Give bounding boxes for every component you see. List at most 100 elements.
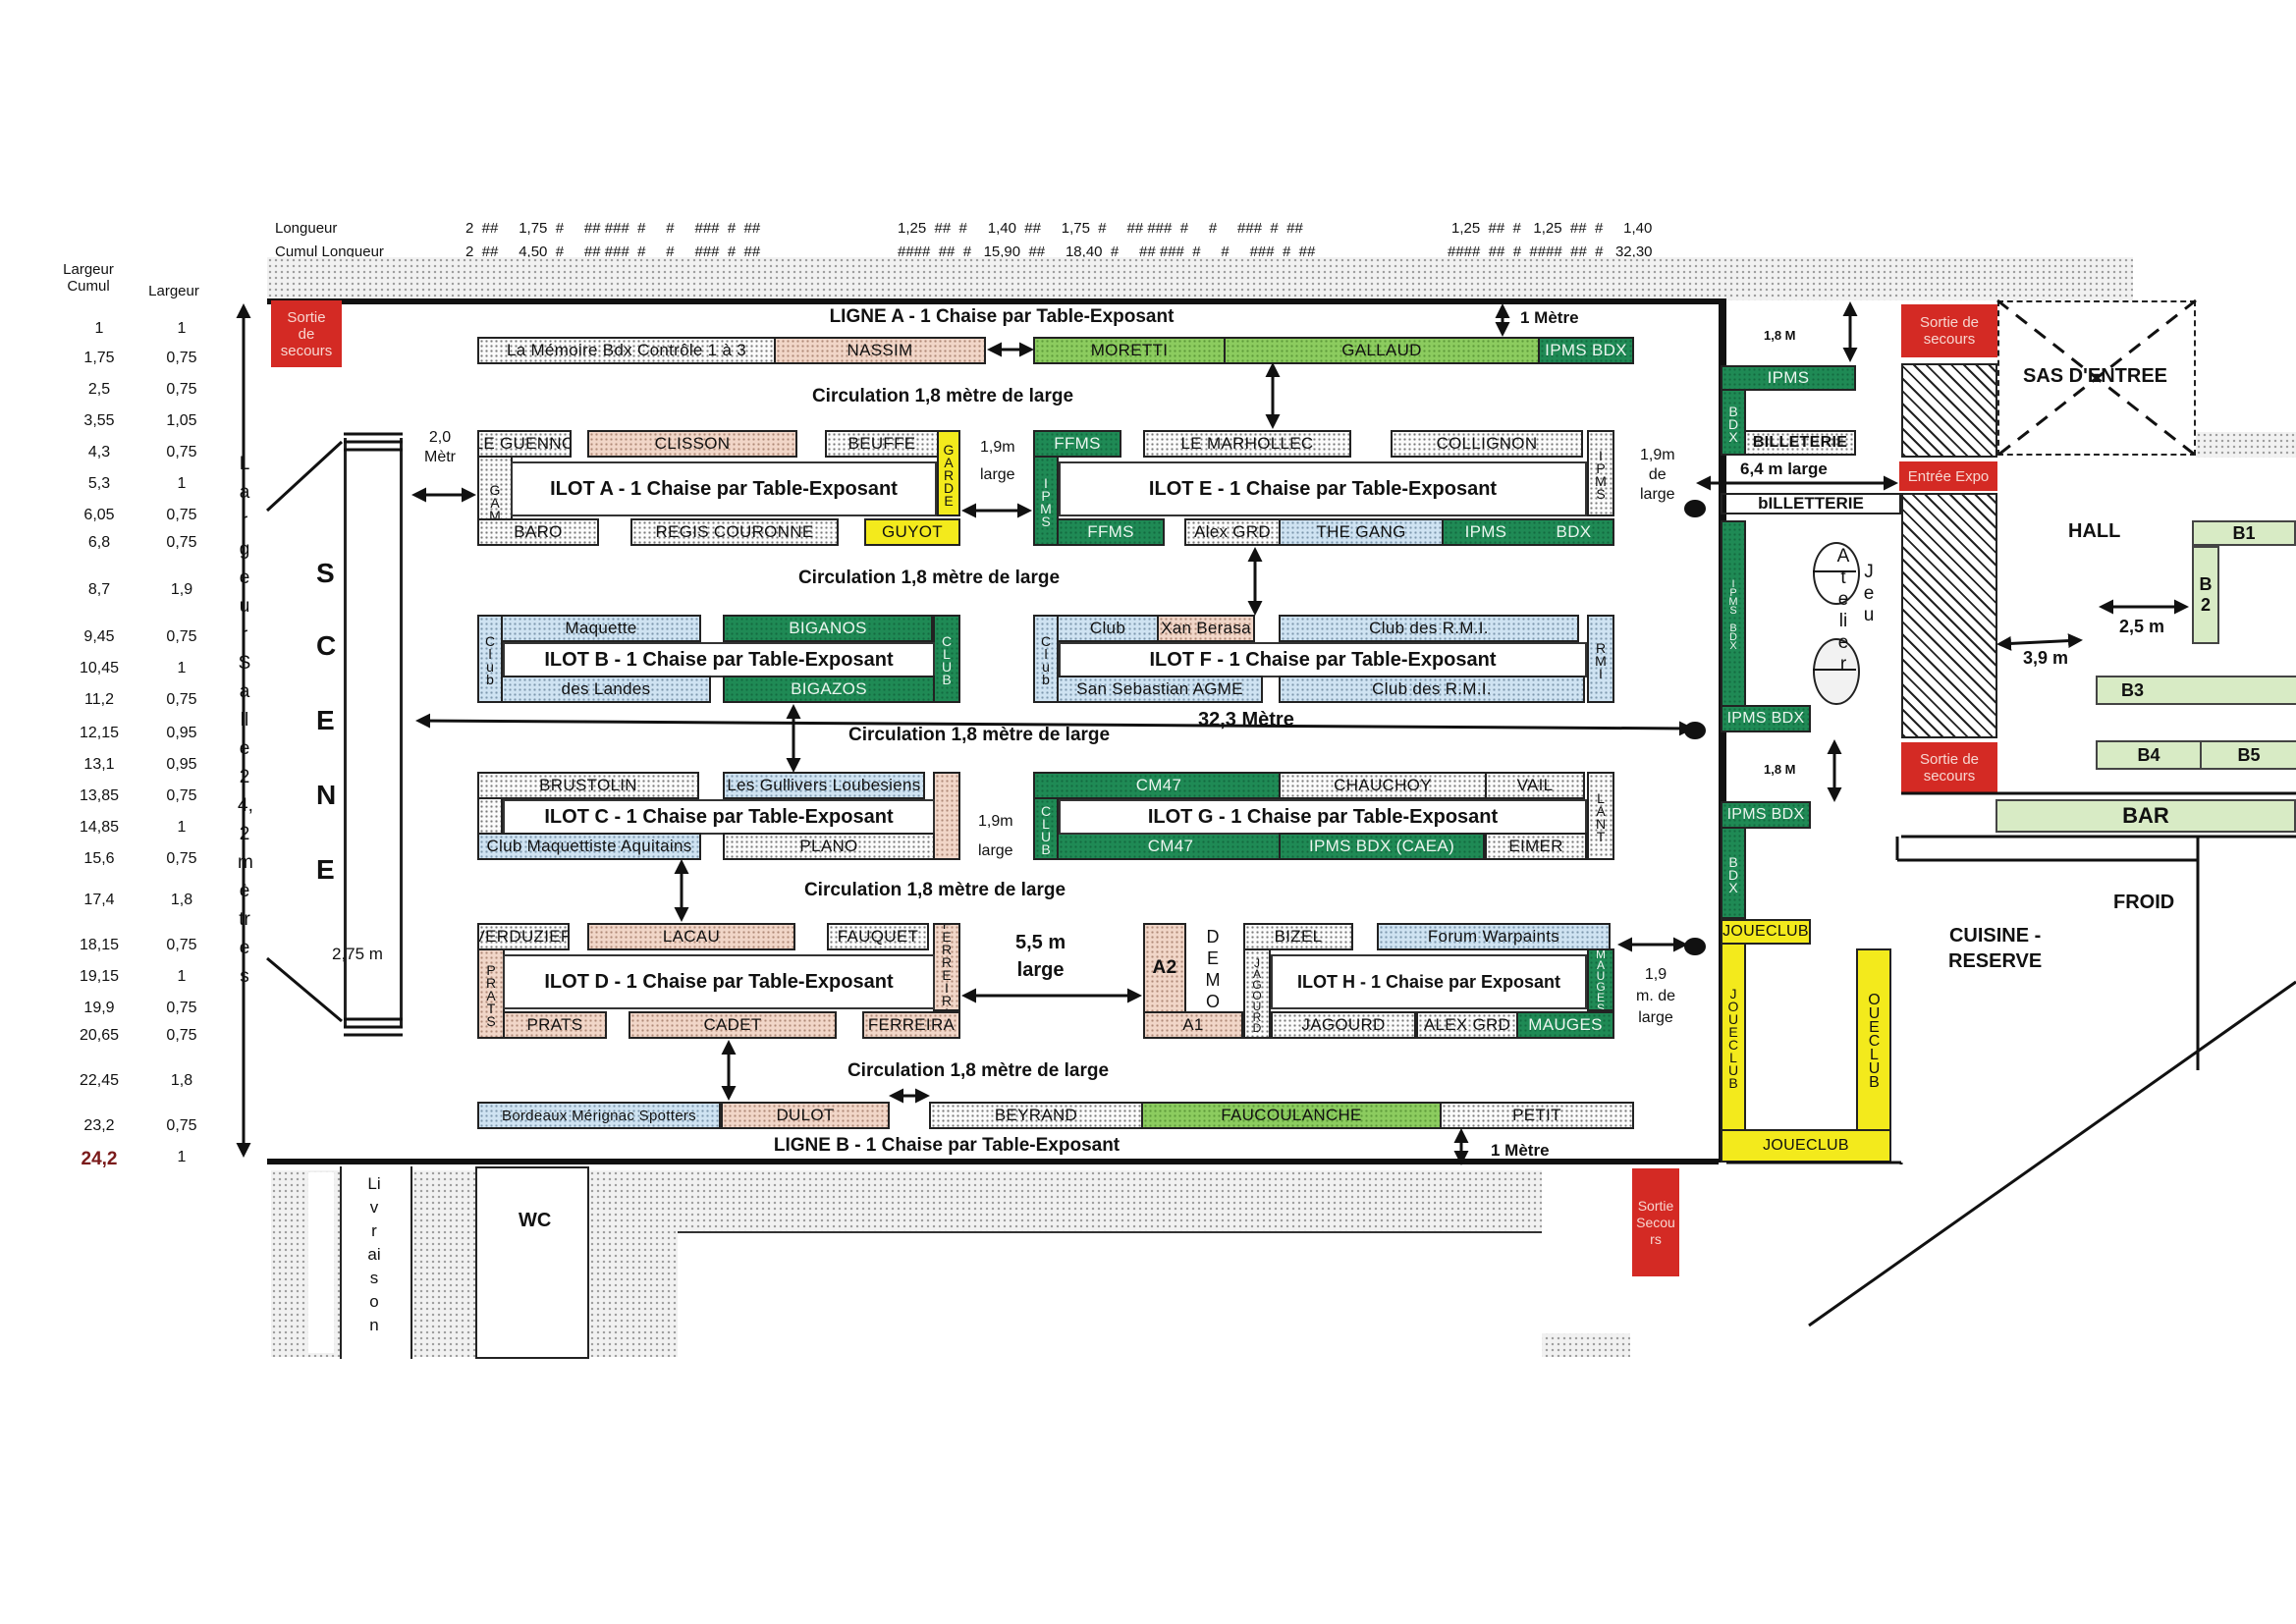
cumul-cell: 23,2 (83, 1117, 115, 1134)
stand-ipms-bdx-top[interactable]: IPMS BDX (1538, 337, 1634, 364)
stand-ipms-side[interactable]: IPMS (1033, 456, 1059, 546)
stand-cadet[interactable]: CADET (629, 1011, 837, 1039)
stand-ipms-caea[interactable]: IPMS BDX (CAEA) (1279, 833, 1485, 860)
stand-club-f-side[interactable]: Club (1033, 615, 1059, 703)
stand-b5[interactable]: B5 (2200, 740, 2296, 770)
stand-xan-berasa[interactable]: Xan Berasa (1157, 615, 1255, 642)
stand-memoire[interactable]: La Mémoire Bdx Contrôle 1 à 3 (477, 337, 776, 364)
stand-brustolin[interactable]: BRUSTOLIN (477, 772, 699, 799)
stand-fauquet[interactable]: FAUQUET (827, 923, 929, 950)
stand-ipms-bdx-vert[interactable]: IPMS BDX (1721, 520, 1746, 707)
stand-ipms-bdx-bottom[interactable]: IPMS BDX (1721, 705, 1811, 732)
stand-cm47-bottom[interactable]: CM47 (1057, 833, 1285, 860)
stand-alex-grd[interactable]: Alex GRD (1184, 518, 1281, 546)
largeur-cell: 1,8 (170, 1072, 193, 1089)
stand-beyrand[interactable]: BEYRAND (929, 1102, 1143, 1129)
stand-rmi[interactable]: RMI (1587, 615, 1614, 703)
stand-prats[interactable]: PRATS (503, 1011, 607, 1039)
stand-verduzier[interactable]: VERDUZIER (477, 923, 570, 950)
stand-garde[interactable]: GARDE (937, 430, 960, 516)
stand-prats-side[interactable]: PRATS (477, 948, 505, 1039)
billetterie-counter[interactable]: bILLETTERIE (1721, 493, 1901, 514)
stand-bdx-side[interactable]: BDX (1721, 389, 1746, 456)
stand-joueclub-bottom[interactable]: JOUECLUB (1721, 1129, 1891, 1163)
stand-vail[interactable]: VAIL (1485, 772, 1585, 799)
atelier-table (1813, 542, 1860, 605)
stand-joueclub-top[interactable]: JOUECLUB (1721, 919, 1811, 945)
emergency-exit-mid-right[interactable]: Sortie de secours (1901, 742, 1997, 793)
stand-oueclub[interactable]: OUECLUB (1856, 948, 1891, 1131)
stand-the-gang[interactable]: THE GANG (1279, 518, 1444, 546)
stand-mauges-side[interactable]: MAUGES (1587, 948, 1614, 1011)
stand-gallaud[interactable]: GALLAUD (1224, 337, 1540, 364)
stand-alex-grd-h[interactable]: ALEX GRD (1416, 1011, 1518, 1039)
cumul-cell: 6,8 (87, 534, 111, 551)
stand-bigazos[interactable]: BIGAZOS (723, 676, 935, 703)
stand-cm47-top[interactable]: CM47 (1033, 772, 1285, 799)
stand-b2[interactable]: B 2 (2192, 546, 2219, 644)
stand-nassim[interactable]: NASSIM (774, 337, 986, 364)
stand-le-marhollec[interactable]: LE MARHOLLEC (1143, 430, 1351, 458)
emergency-exit-top-right[interactable]: Sortie de secours (1901, 304, 1997, 357)
wc-room (475, 1166, 589, 1359)
stand-regis-couronne[interactable]: REGIS COURONNE (630, 518, 839, 546)
stand-biganos[interactable]: BIGANOS (723, 615, 933, 642)
stand-des-landes[interactable]: des Landes (501, 676, 711, 703)
stand-petit[interactable]: PETIT (1440, 1102, 1634, 1129)
stand-ipms-bdx-2[interactable]: IPMS BDX (1721, 801, 1811, 829)
stand-maquette[interactable]: Maquette (501, 615, 701, 642)
stand-san-sebastian[interactable]: San Sebastian AGME (1057, 676, 1263, 703)
emergency-exit-top-left[interactable]: Sortie de secours (271, 300, 342, 367)
stand-b3[interactable]: B3 (2096, 676, 2296, 705)
stand-baro[interactable]: BARO (477, 518, 599, 546)
largeur-cell: 0,75 (166, 937, 197, 953)
stand-ipms-right-top[interactable]: IPMS (1721, 365, 1856, 391)
stand-bordeaux-spotters[interactable]: Bordeaux Mérignac Spotters (477, 1102, 721, 1129)
stand-club-rmi-2[interactable]: Club des R.M.I. (1279, 676, 1585, 703)
stand-b1[interactable]: B1 (2192, 520, 2296, 546)
cumul-cell: 9,45 (83, 628, 115, 645)
stand-chauchoy[interactable]: CHAUCHOY (1279, 772, 1487, 799)
stand-plano[interactable]: PLANO (723, 833, 935, 860)
stand-jagourd[interactable]: JAGOURD (1271, 1011, 1416, 1039)
stand-club-rmi[interactable]: Club des R.M.I. (1279, 615, 1579, 642)
stand-lacau[interactable]: LACAU (587, 923, 795, 950)
stand-club-left[interactable]: Club (477, 615, 503, 703)
stand-club-b[interactable]: CLUB (933, 615, 960, 703)
stand-ffms-top[interactable]: FFMS (1033, 430, 1121, 458)
billeterie-booth[interactable]: BILLETERIE (1744, 430, 1856, 456)
stand-a1[interactable]: A1 (1143, 1011, 1243, 1039)
stand-jagourd-side[interactable]: JAGOURD (1243, 948, 1271, 1039)
stand-eimer[interactable]: EIMER (1485, 833, 1587, 860)
stage-width-label: 2,75 m (332, 945, 383, 963)
stand-bdx-2[interactable]: BDX (1721, 827, 1746, 919)
stand-ferreira-side[interactable]: FERREIRA (933, 923, 960, 1011)
stand-ipms-bdx-e[interactable]: IPMS BDX (1442, 518, 1614, 546)
stand-bizel[interactable]: BIZEL (1243, 923, 1353, 950)
hatched-wall-top (1901, 363, 1997, 458)
stand-joueclub-vert[interactable]: JOUECLUB (1721, 943, 1746, 1131)
stand-collignon[interactable]: COLLIGNON (1391, 430, 1583, 458)
bar[interactable]: BAR (1995, 799, 2296, 833)
stand-lant[interactable]: LANT (1587, 772, 1614, 860)
stand-club-f[interactable]: Club (1057, 615, 1159, 642)
cumul-values-3: #### ## # #### ## # 32,30 (1448, 244, 1653, 260)
entrance-expo[interactable]: Entrée Expo (1899, 461, 1997, 491)
stand-mauges[interactable]: MAUGES (1516, 1011, 1614, 1039)
stand-club-g[interactable]: CLUB (1033, 797, 1059, 860)
stand-ferreira[interactable]: FERREIRA (862, 1011, 960, 1039)
stand-gullivers[interactable]: Les Gullivers Loubesiens (723, 772, 925, 799)
stand-clisson[interactable]: CLISSON (587, 430, 797, 458)
stand-ffms-bottom[interactable]: FFMS (1057, 518, 1165, 546)
stand-forum-warpaints[interactable]: Forum Warpaints (1377, 923, 1611, 950)
stand-moretti[interactable]: MORETTI (1033, 337, 1226, 364)
stand-ipms-right[interactable]: IPMS (1587, 430, 1614, 516)
stand-a2[interactable]: A2 (1143, 923, 1186, 1013)
stand-club-maquettiste[interactable]: Club Maquettiste Aquitains (477, 833, 701, 860)
stand-faucoulanche[interactable]: FAUCOULANCHE (1141, 1102, 1442, 1129)
stand-dulot[interactable]: DULOT (721, 1102, 890, 1129)
stand-beuffe[interactable]: BEUFFE (825, 430, 939, 458)
stand-le-guennec[interactable]: LE GUENNO (477, 430, 572, 458)
stand-guyot[interactable]: GUYOT (864, 518, 960, 546)
emergency-exit-bottom[interactable]: Sortie Secou rs (1632, 1168, 1679, 1276)
